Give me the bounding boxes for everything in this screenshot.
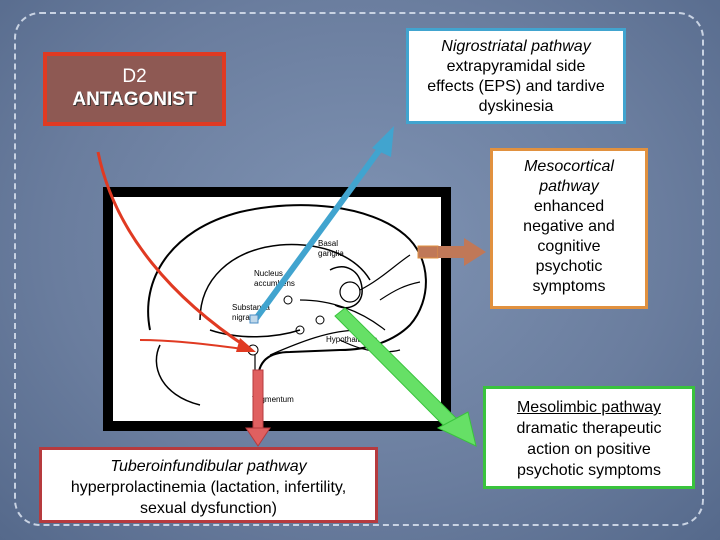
- mesocortical-line5: symptoms: [532, 278, 606, 295]
- label-ganglia: ganglia: [318, 249, 344, 258]
- dashed-frame: [14, 12, 704, 526]
- nigrostriatal-line2: effects (EPS) and tardive: [427, 78, 605, 95]
- mesocortical-box: Mesocortical pathway enhanced negative a…: [490, 148, 648, 309]
- mesolimbic-box: Mesolimbic pathway dramatic therapeutic …: [483, 386, 695, 489]
- label-nigra: nigra: [232, 313, 250, 322]
- nigrostriatal-line1: extrapyramidal side: [446, 58, 586, 75]
- mesocortical-title1: Mesocortical: [524, 158, 614, 175]
- mesocortical-line4: psychotic: [535, 258, 603, 275]
- label-accumbens: accumbens: [254, 279, 295, 288]
- d2-antagonist-box: D2 ANTAGONIST: [43, 52, 226, 126]
- label-substantia: Substantia: [232, 303, 270, 312]
- antagonist-label: ANTAGONIST: [72, 89, 197, 110]
- tuberoinfundibular-line2: sexual dysfunction): [140, 500, 277, 517]
- tuberoinfundibular-arrow: [245, 369, 271, 447]
- nigrostriatal-box: Nigrostriatal pathway extrapyramidal sid…: [406, 28, 626, 124]
- label-basal: Basal: [318, 239, 338, 248]
- label-hypothalamus: Hypothalamus: [326, 335, 377, 344]
- mesolimbic-line3: psychotic symptoms: [516, 462, 662, 479]
- mesocortical-arrow: [417, 238, 486, 266]
- mesolimbic-line1: dramatic therapeutic: [516, 420, 662, 437]
- label-tegmentum: Tegmentum: [252, 395, 294, 404]
- mesocortical-line2: negative and: [523, 218, 615, 235]
- d2-label: D2: [122, 66, 147, 87]
- mesocortical-line1: enhanced: [533, 198, 605, 215]
- brain-diagram-frame: [103, 187, 451, 431]
- brain-diagram-panel: [113, 197, 441, 421]
- nigrostriatal-arrow: [249, 126, 394, 324]
- mesolimbic-line2: action on positive: [527, 441, 651, 458]
- nigrostriatal-title: Nigrostriatal pathway: [441, 38, 591, 55]
- d2-antagonist-arrow: [96, 151, 256, 352]
- tuberoinfundibular-line1: hyperprolactinemia (lactation, infertili…: [70, 479, 347, 496]
- tuberoinfundibular-title: Tuberoinfundibular pathway: [110, 458, 307, 475]
- tuberoinfundibular-box: Tuberoinfundibular pathway hyperprolacti…: [39, 447, 378, 523]
- brain-sketch: [147, 204, 427, 410]
- mesolimbic-title: Mesolimbic pathway: [516, 399, 662, 416]
- label-nucleus: Nucleus: [254, 269, 283, 278]
- nigrostriatal-line3: dyskinesia: [478, 98, 554, 115]
- mesocortical-line3: cognitive: [537, 238, 601, 255]
- mesolimbic-arrow: [334, 307, 477, 447]
- mesocortical-title2: pathway: [539, 178, 599, 195]
